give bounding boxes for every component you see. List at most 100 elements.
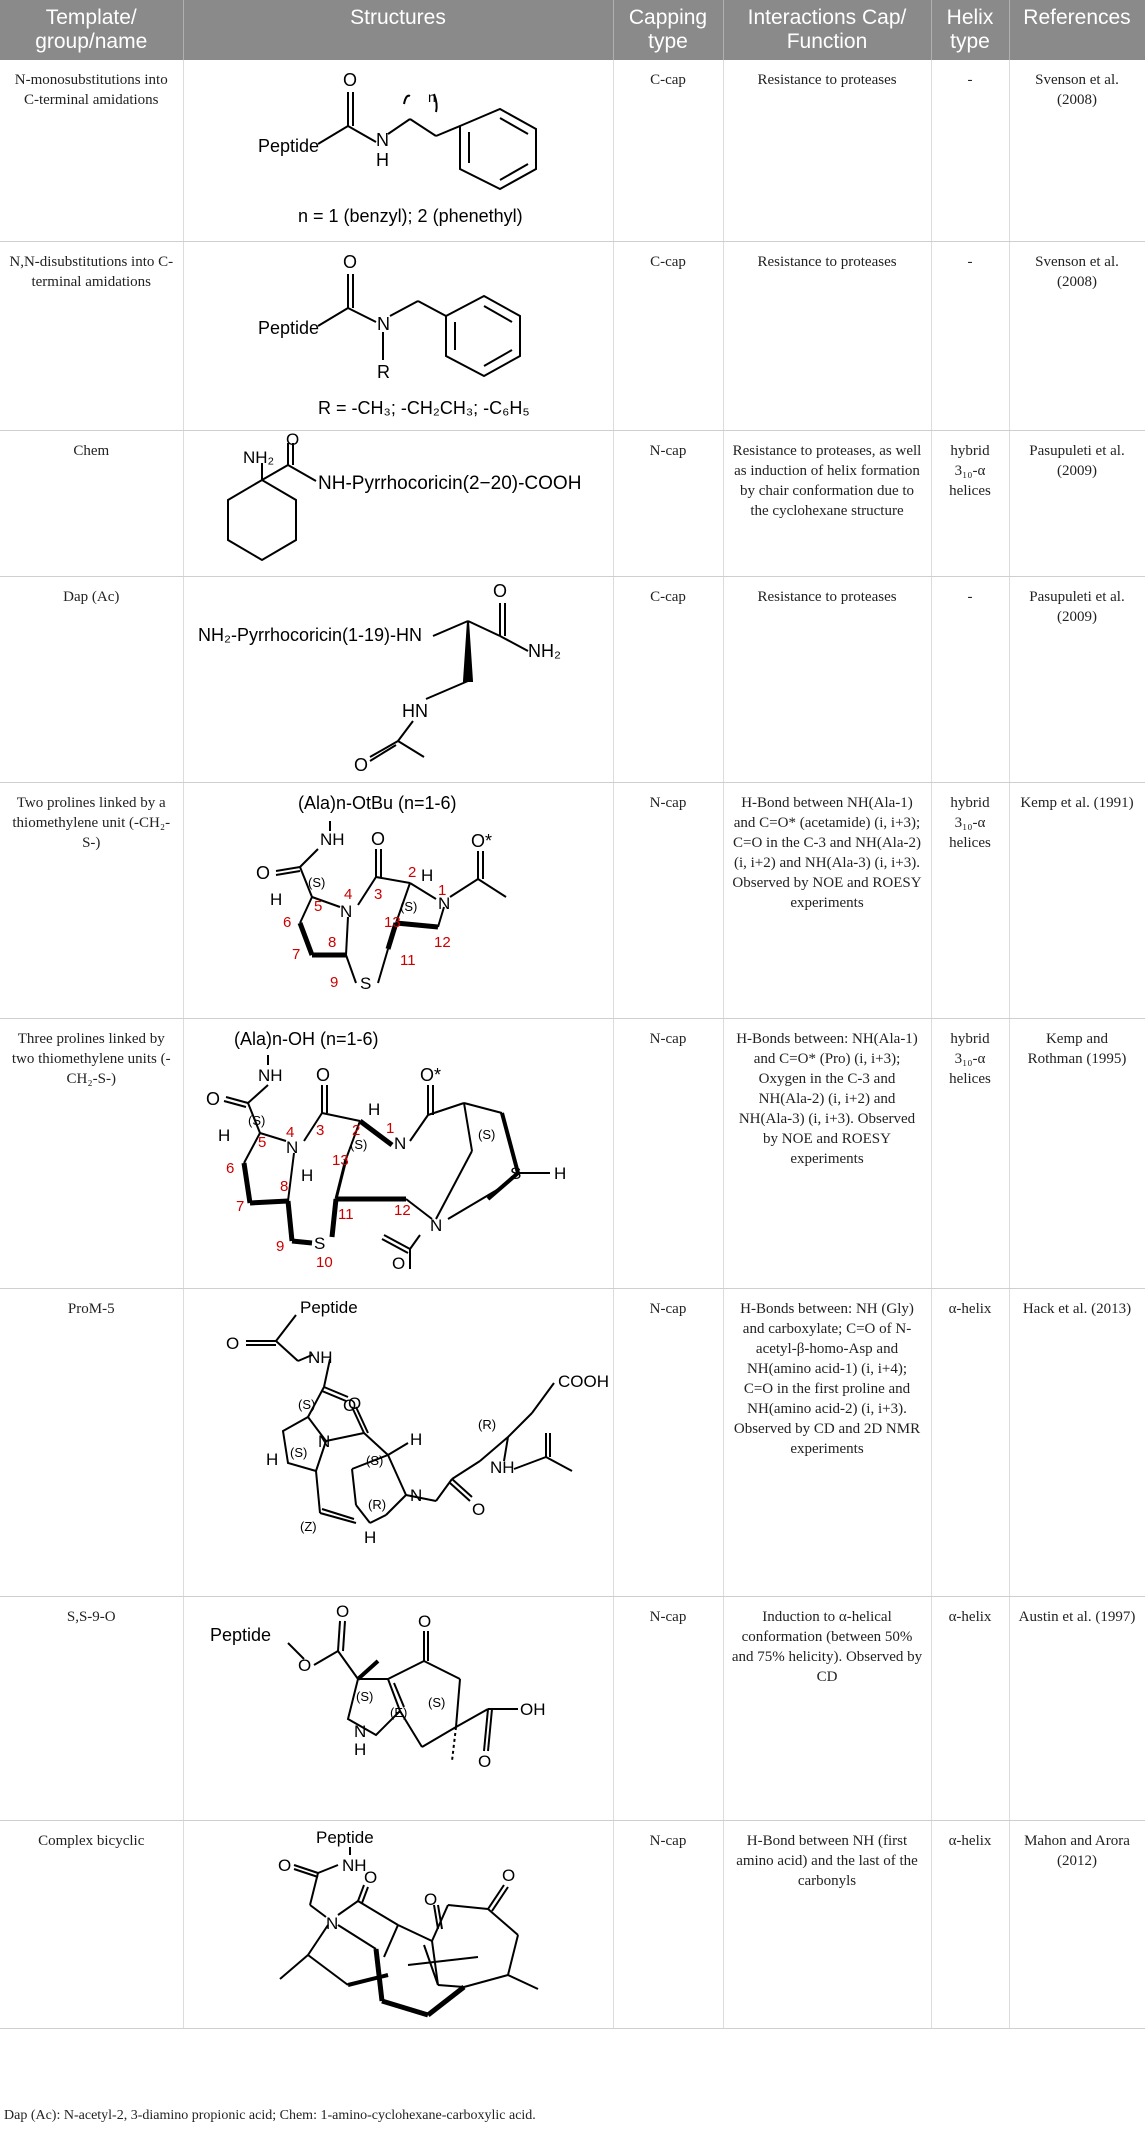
row-reference: Svenson et al. (2008): [1009, 60, 1145, 242]
row-interactions: H-Bond between NH (first amino acid) and…: [723, 1820, 932, 2029]
table-row: Complex bicyclic: [0, 1820, 1145, 2029]
svg-text:12: 12: [394, 1202, 411, 1219]
svg-text:O: O: [348, 1394, 361, 1413]
svg-text:1: 1: [386, 1120, 394, 1137]
svg-text:O: O: [502, 1866, 515, 1885]
svg-text:N: N: [394, 1134, 406, 1153]
row-helix: α-helix: [931, 1288, 1010, 1597]
row-reference: Hack et al. (2013): [1009, 1288, 1145, 1597]
svg-text:n: n: [428, 89, 436, 105]
svg-text:(Z): (Z): [300, 1519, 317, 1534]
structure-cell: Peptide O N H n n = 1 (benzyl); 2 (phene…: [183, 60, 614, 242]
svg-text:N: N: [438, 894, 450, 913]
svg-text:H: H: [421, 866, 433, 885]
row-helix: hybrid 3₁₀-α helices: [931, 430, 1010, 577]
svg-text:O: O: [343, 1396, 356, 1415]
svg-text:H: H: [266, 1450, 278, 1469]
structure-prom-5: Peptide O NH O O N N O COOH NH H H H (S)…: [226, 1298, 609, 1547]
row-interactions: Resistance to proteases: [723, 60, 932, 242]
svg-text:H: H: [218, 1126, 230, 1145]
svg-text:11: 11: [400, 952, 416, 969]
svg-text:2: 2: [408, 864, 416, 881]
row-capping: N-cap: [613, 1288, 724, 1597]
svg-text:(Ala)n-OtBu (n=1-6): (Ala)n-OtBu (n=1-6): [298, 793, 457, 813]
svg-text:6: 6: [283, 914, 291, 931]
table-row: N,N-disubstitutions into C-terminal amid…: [0, 241, 1145, 431]
svg-text:H: H: [554, 1164, 566, 1183]
svg-text:N: N: [326, 1914, 338, 1933]
svg-text:NH-Pyrrhocoricin(2−20)-COOH: NH-Pyrrhocoricin(2−20)-COOH: [318, 473, 581, 494]
svg-text:O: O: [343, 252, 357, 272]
row-reference: Svenson et al. (2008): [1009, 241, 1145, 431]
svg-text:NH: NH: [258, 1066, 283, 1085]
row-capping: N-cap: [613, 782, 724, 1019]
svg-text:NH: NH: [490, 1458, 515, 1477]
svg-text:Peptide: Peptide: [210, 1625, 271, 1645]
svg-text:H: H: [376, 150, 389, 170]
svg-text:(S): (S): [400, 899, 417, 914]
svg-text:R: R: [377, 362, 390, 382]
structure-cell: Peptide NH O O O O N: [183, 1820, 614, 2029]
svg-text:O: O: [336, 1602, 349, 1621]
row-interactions: H-Bonds between: NH (Gly) and carboxylat…: [723, 1288, 932, 1597]
svg-text:O: O: [371, 829, 385, 849]
svg-text:O: O: [364, 1868, 377, 1887]
svg-text:O: O: [286, 430, 299, 449]
svg-text:OH: OH: [520, 1700, 546, 1719]
svg-text:7: 7: [292, 946, 300, 963]
row-reference: Pasupuleti et al. (2009): [1009, 576, 1145, 783]
svg-text:S: S: [510, 1164, 521, 1183]
svg-text:N: N: [430, 1216, 442, 1235]
svg-text:3: 3: [316, 1122, 324, 1139]
svg-text:3: 3: [374, 886, 382, 903]
table-row: Chem NH₂ O NH-Pyrrhocoricin(2−20)-COOH N…: [0, 430, 1145, 577]
svg-text:2: 2: [352, 1122, 360, 1139]
svg-text:O: O: [478, 1752, 491, 1771]
header-helix: Helix type: [931, 0, 1010, 60]
svg-text:4: 4: [286, 1124, 294, 1141]
row-helix: α-helix: [931, 1596, 1010, 1821]
row-reference: Pasupuleti et al. (2009): [1009, 430, 1145, 577]
table-footnote: Dap (Ac): N-acetyl-2, 3-diamino propioni…: [4, 2108, 536, 2123]
svg-text:N: N: [286, 1138, 298, 1157]
svg-text:NH₂: NH₂: [528, 641, 561, 661]
structure-n-monosubstituted: Peptide O N H n n = 1 (benzyl); 2 (phene…: [258, 70, 537, 226]
row-capping: N-cap: [613, 1596, 724, 1821]
row-interactions: Resistance to proteases, as well as indu…: [723, 430, 932, 577]
row-name: S,S-9-O: [0, 1596, 184, 1821]
svg-text:5: 5: [314, 898, 322, 915]
row-helix: hybrid 3₁₀-α helices: [931, 1018, 1010, 1289]
svg-text:(S): (S): [248, 1113, 265, 1128]
table-row: Dap (Ac) NH₂-Pyrrhocoricin(1-19)-HN: [0, 576, 1145, 783]
row-reference: Kemp and Rothman (1995): [1009, 1018, 1145, 1289]
svg-text:O: O: [392, 1254, 405, 1273]
row-interactions: H-Bond between NH(Ala-1) and C=O* (aceta…: [723, 782, 932, 1019]
row-reference: Kemp et al. (1991): [1009, 782, 1145, 1019]
svg-text:O*: O*: [471, 831, 492, 851]
row-name: Complex bicyclic: [0, 1820, 184, 2029]
structure-chem: NH₂ O NH-Pyrrhocoricin(2−20)-COOH: [227, 430, 581, 561]
row-interactions: Resistance to proteases: [723, 576, 932, 783]
svg-text:(S): (S): [350, 1137, 367, 1152]
svg-text:O: O: [278, 1856, 291, 1875]
svg-text:(S): (S): [290, 1445, 307, 1460]
svg-text:H: H: [354, 1740, 366, 1759]
structure-cell: (Ala)n-OH (n=1-6) NH O O O* H H H H N N …: [183, 1018, 614, 1289]
row-name: Two prolines linked by a thiomethylene u…: [0, 782, 184, 1019]
svg-text:(S): (S): [308, 875, 325, 890]
structure-cell: Peptide O N R R = -CH₃; -CH₂CH₃; -C₆H₅: [183, 241, 614, 431]
structure-dap-ac: NH₂-Pyrrhocoricin(1-19)-HN O NH₂ HN O: [198, 581, 561, 775]
row-reference: Mahon and Arora (2012): [1009, 1820, 1145, 2029]
table-row: N-monosubstitutions into C-terminal amid…: [0, 60, 1145, 242]
svg-text:9: 9: [330, 974, 338, 991]
svg-text:O: O: [256, 863, 270, 883]
svg-text:7: 7: [236, 1198, 244, 1215]
svg-text:O: O: [354, 755, 368, 775]
svg-text:(S): (S): [428, 1695, 445, 1710]
svg-text:O: O: [418, 1612, 431, 1631]
svg-text:COOH: COOH: [558, 1372, 609, 1391]
structure-two-prolines: (Ala)n-OtBu (n=1-6) NH O O O* H H N N S …: [256, 793, 507, 993]
svg-text:H: H: [364, 1528, 376, 1547]
svg-text:O: O: [472, 1500, 485, 1519]
row-name: N-monosubstitutions into C-terminal amid…: [0, 60, 184, 242]
